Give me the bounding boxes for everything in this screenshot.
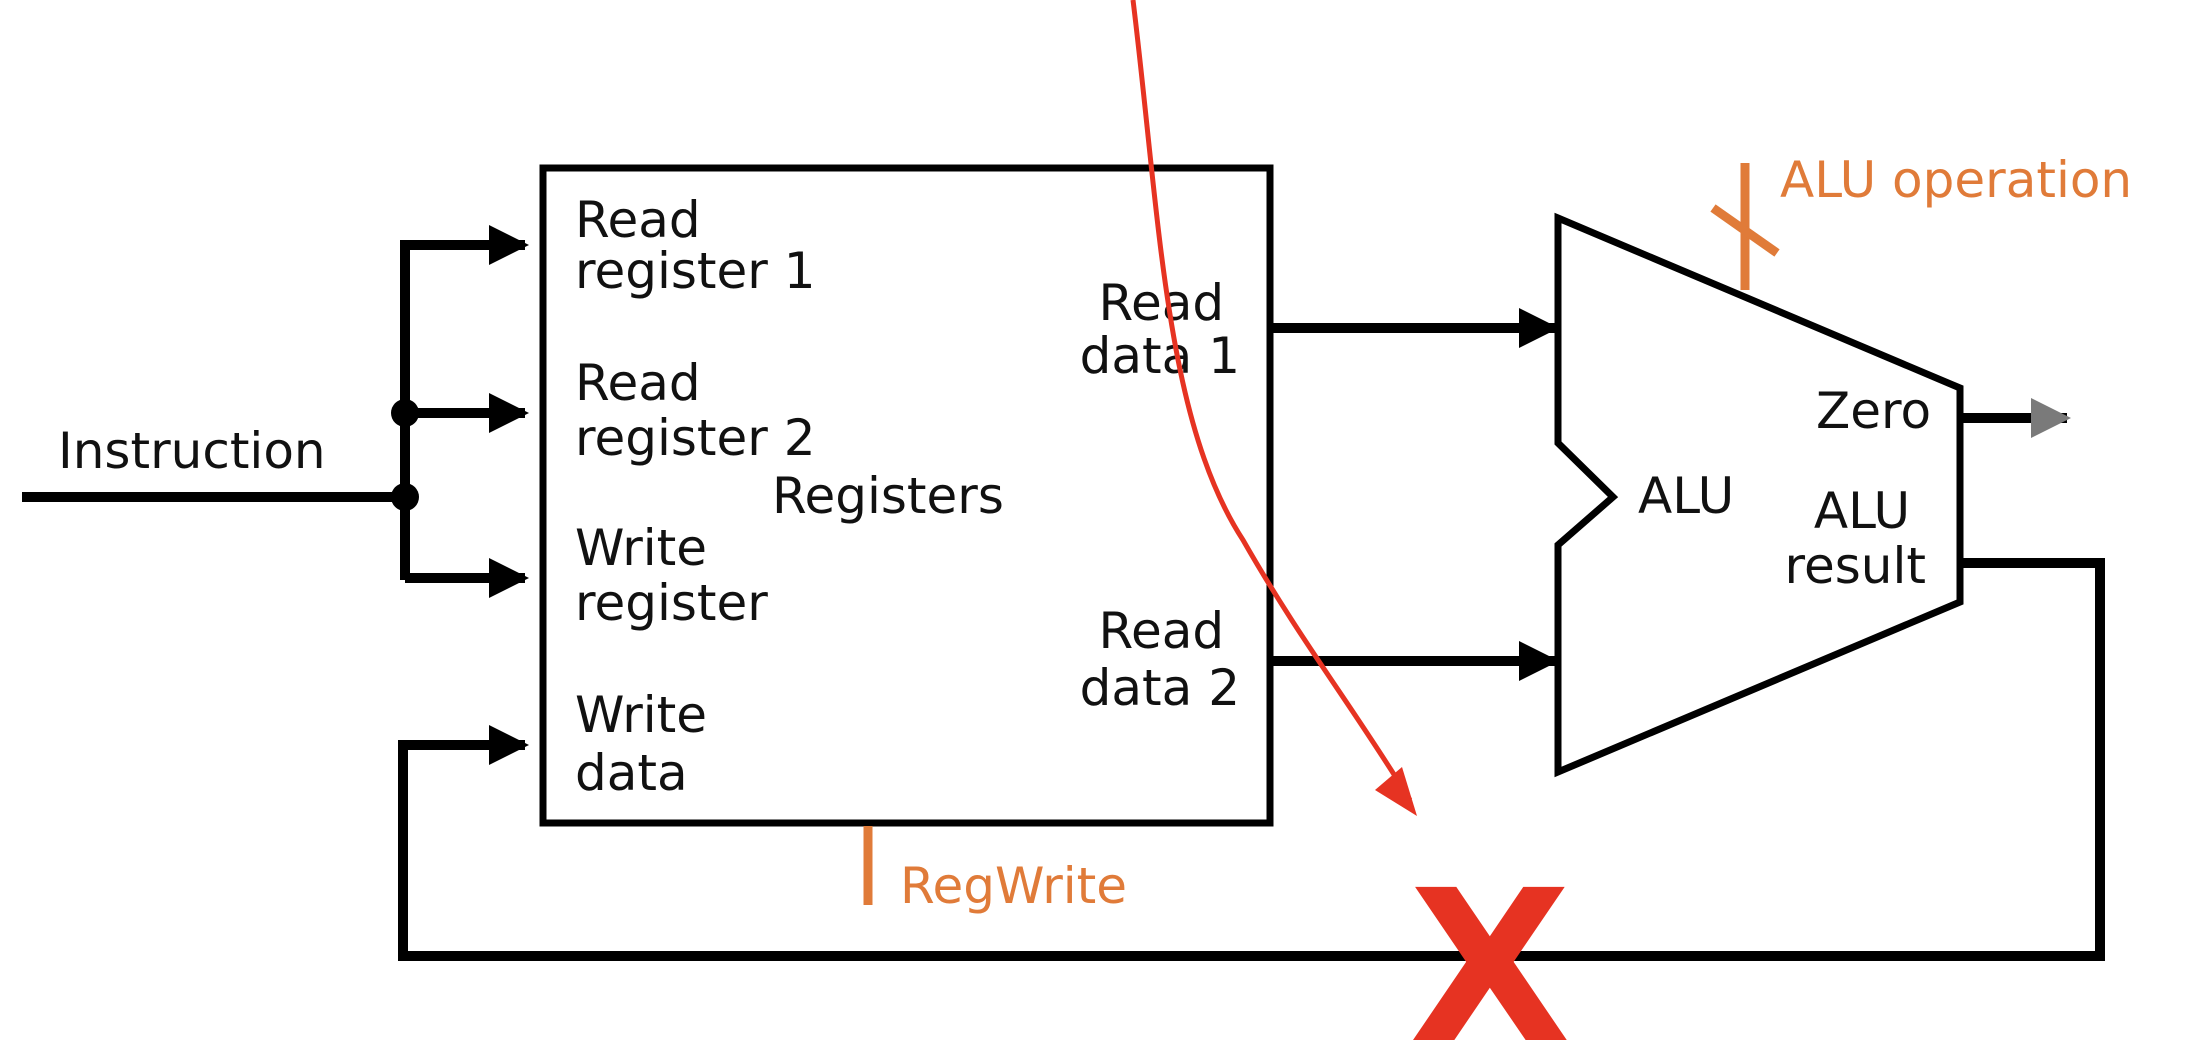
annotation-arrow (1130, 0, 1413, 802)
alu-title: ALU (1638, 467, 1734, 525)
alu-result-writeback-wire (398, 558, 2105, 961)
instruction-label: Instruction (58, 422, 326, 480)
annotation-x-mark: X (1409, 845, 1571, 1058)
registers-title: Registers (772, 467, 1004, 525)
register-file-box (539, 164, 1274, 827)
instruction-wires (22, 225, 529, 598)
read-register-2-label: Read register 2 (575, 354, 816, 467)
write-register-label: Write register (575, 519, 768, 632)
alu-operation-control (1710, 163, 1780, 290)
alu-operation-label: ALU operation (1780, 151, 2132, 209)
regwrite-label: RegWrite (900, 857, 1127, 915)
read-register-1-label: Read register 1 (575, 191, 816, 300)
zero-label: Zero (1816, 382, 1931, 440)
alu-result-label: ALU result (1785, 482, 1926, 595)
annotation-arrowhead (1375, 767, 1417, 816)
read-data-1-label: Read data 1 (1080, 274, 1240, 385)
write-data-label: Write data (575, 686, 723, 802)
junction-dot-1 (391, 399, 419, 427)
junction-dot-2 (391, 483, 419, 511)
alu-block (1554, 212, 1964, 778)
read-data-2-label: Read data 2 (1080, 602, 1240, 717)
